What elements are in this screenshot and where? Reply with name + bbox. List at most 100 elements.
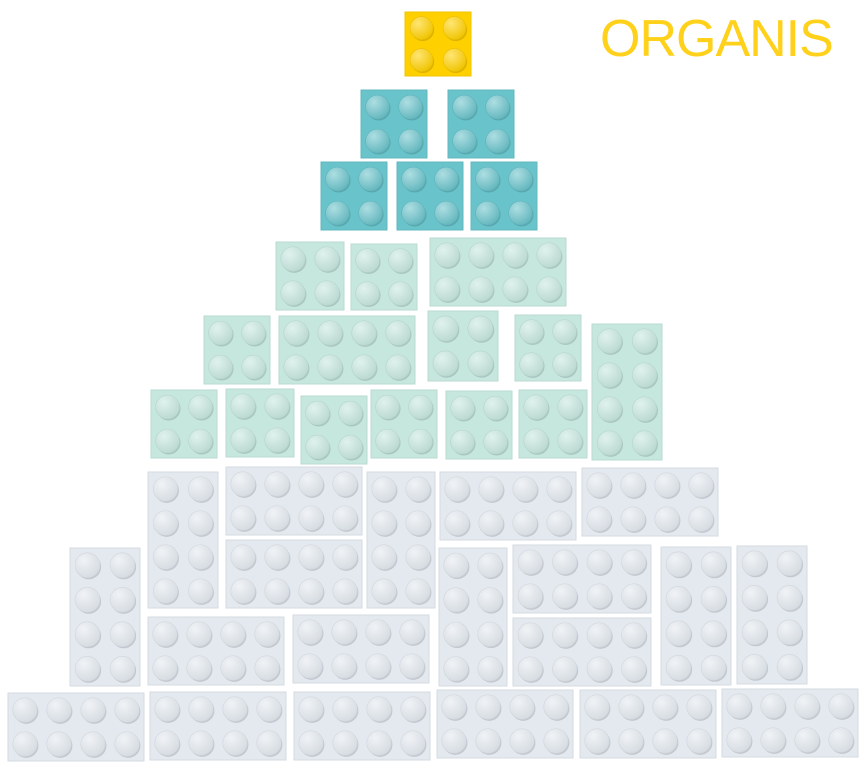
brick-stud <box>476 695 500 719</box>
mint-brick <box>204 316 270 384</box>
brick-stud <box>367 731 391 755</box>
pale-brick <box>661 547 731 685</box>
brick-stud <box>653 695 677 719</box>
teal-brick <box>471 162 537 230</box>
brick-stud <box>265 394 289 418</box>
brick-stud <box>366 129 390 153</box>
brick-stud <box>727 694 751 718</box>
brick-stud <box>632 329 656 353</box>
brick-stud <box>333 579 357 603</box>
brick-stud <box>518 550 542 574</box>
brick-stud <box>281 247 305 271</box>
mint-brick <box>301 396 367 464</box>
brick-stud <box>372 477 396 501</box>
brick-stud <box>524 429 548 453</box>
brick-stud <box>587 550 611 574</box>
teal-brick <box>397 162 463 230</box>
brick-stud <box>701 621 726 646</box>
teal-brick <box>361 90 427 158</box>
brick-stud <box>478 622 502 646</box>
brick-stud <box>299 697 323 721</box>
brick-stud <box>597 363 621 387</box>
brick-stud <box>701 552 726 577</box>
pale-brick <box>148 617 284 685</box>
brick-stud <box>451 396 475 420</box>
brick-stud <box>478 588 502 612</box>
mint-brick <box>592 324 662 460</box>
brick-stud <box>400 654 424 678</box>
brick-stud <box>445 511 469 535</box>
brick-stud <box>376 429 400 453</box>
brick-stud <box>632 363 656 387</box>
brick-stud <box>189 697 213 721</box>
brick-stud <box>444 553 468 577</box>
brick-stud <box>479 477 503 501</box>
brick-stud <box>443 48 466 71</box>
pale-brick <box>439 548 507 686</box>
brick-stud <box>299 545 323 569</box>
brick-stud <box>433 351 458 376</box>
brick-stud <box>333 697 357 721</box>
brick-stud <box>223 697 247 721</box>
brick-stud <box>306 435 330 459</box>
brick-stud <box>597 397 621 421</box>
brick-stud <box>742 585 767 610</box>
mint-brick <box>428 311 498 381</box>
pale-brick <box>722 689 858 757</box>
brick-stud <box>503 277 527 301</box>
brick-stud <box>339 435 363 459</box>
brick-stud <box>513 511 537 535</box>
brick-stud <box>333 545 357 569</box>
brick-stud <box>13 698 37 722</box>
brick-stud <box>409 395 433 419</box>
brick-stud <box>445 477 469 501</box>
brick-stud <box>47 732 71 756</box>
brick-stud <box>406 545 430 569</box>
brick-stud <box>468 351 493 376</box>
mint-brick <box>351 244 417 310</box>
brick-stud <box>509 201 533 225</box>
brick-stud <box>75 622 100 647</box>
brick-stud <box>366 620 390 644</box>
brick-stud <box>666 655 691 680</box>
brick-stud <box>110 622 135 647</box>
brick-stud <box>155 697 179 721</box>
brick-stud <box>110 553 135 578</box>
brick-stud <box>484 396 508 420</box>
brick-stud <box>115 698 139 722</box>
pale-brick <box>440 472 576 540</box>
brick-stud <box>386 321 410 345</box>
brick-stud <box>587 623 611 647</box>
brick-stud <box>231 506 255 530</box>
brick-stud <box>761 728 785 752</box>
brick-stud <box>468 316 493 341</box>
brick-stud <box>537 243 561 267</box>
brick-stud <box>524 395 548 419</box>
brick-stud <box>265 579 289 603</box>
mint-brick <box>151 390 217 458</box>
brick-stud <box>587 507 611 531</box>
brick-stud <box>401 731 425 755</box>
brick-stud <box>75 553 100 578</box>
brick-stud <box>435 201 459 225</box>
brick-stud <box>257 697 281 721</box>
brick-stud <box>632 431 656 455</box>
mint-brick <box>430 238 566 306</box>
brick-stud <box>701 586 726 611</box>
brick-stud <box>442 729 466 753</box>
brick-stud <box>444 588 468 612</box>
brick-stud <box>366 654 390 678</box>
brick-stud <box>553 623 577 647</box>
brick-stud <box>829 728 853 752</box>
brick-stud <box>795 728 819 752</box>
mint-brick <box>279 316 415 384</box>
brick-stud <box>632 397 656 421</box>
pale-brick <box>580 690 716 758</box>
brick-stud <box>81 732 105 756</box>
brick-stud <box>188 579 212 603</box>
brick-stud <box>558 429 582 453</box>
brick-stud <box>326 201 350 225</box>
brick-stud <box>155 731 179 755</box>
brick-stud <box>585 695 609 719</box>
